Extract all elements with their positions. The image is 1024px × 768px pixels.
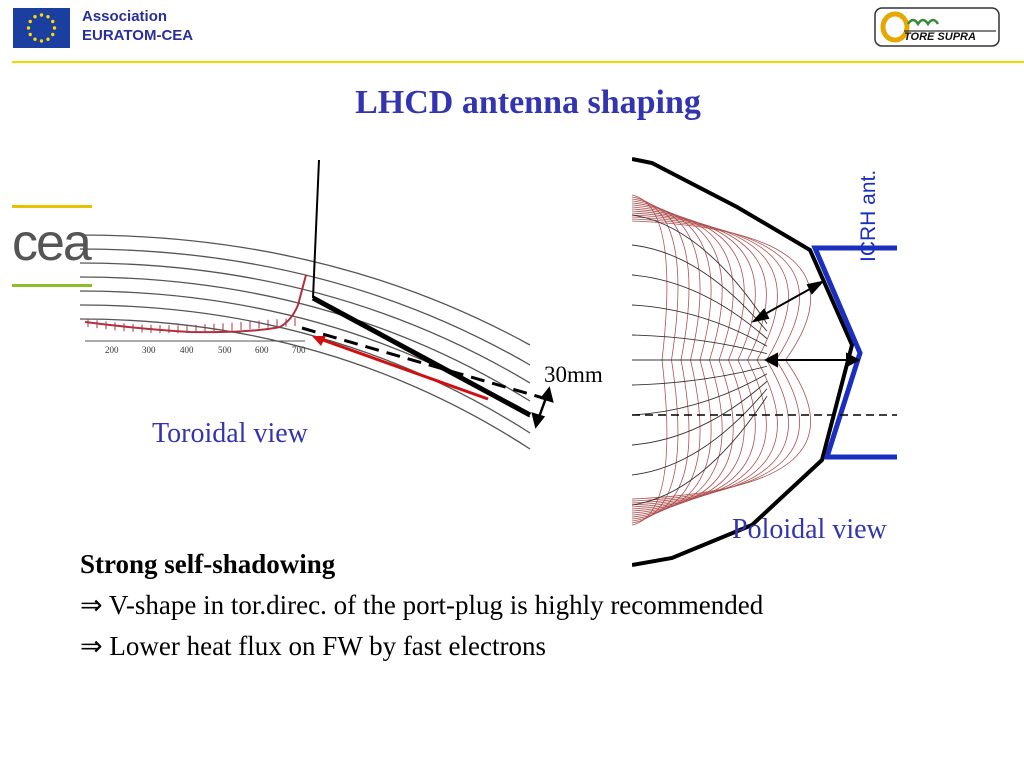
axis-tick-label: 700	[292, 345, 306, 355]
poloidal-view-label: Poloidal view	[732, 514, 887, 545]
implies-arrow-icon: ⇒	[80, 590, 103, 620]
toroidal-port-plug-edge	[311, 295, 532, 418]
field-line	[632, 274, 768, 340]
eu-star	[46, 37, 50, 41]
eu-star	[51, 32, 55, 37]
eu-star	[52, 26, 57, 30]
findings-item: ⇒ V-shape in tor.direc. of the port-plug…	[80, 585, 1000, 626]
axis-tick-label: 300	[142, 345, 156, 355]
page-title: LHCD antenna shaping	[355, 84, 701, 121]
association-line-2: EURATOM-CEA	[82, 27, 194, 44]
poloidal-field-lines	[632, 214, 768, 506]
eu-star	[39, 39, 44, 43]
field-line	[632, 396, 768, 506]
eu-flag-logo	[13, 8, 70, 48]
dimension-label: 30mm	[544, 362, 603, 387]
eu-star	[39, 13, 44, 17]
icrh-antenna-outline	[811, 245, 897, 460]
eu-star	[28, 32, 32, 37]
cea-logo-top-bar	[12, 205, 92, 208]
field-line	[632, 388, 768, 476]
eu-star	[51, 19, 55, 24]
findings-heading: Strong self-shadowing	[80, 549, 336, 579]
implies-arrow-icon: ⇒	[80, 631, 103, 661]
cea-logo-text: cea	[12, 214, 92, 272]
poloidal-gap-arrow-upper	[751, 280, 825, 323]
tore-supra-text: TORE SUPRA	[904, 31, 976, 43]
dimension-arrow-30mm	[531, 386, 554, 429]
poloidal-port-plug-outline	[632, 157, 855, 567]
eu-star	[46, 15, 50, 19]
field-line	[632, 334, 768, 355]
toroidal-flux-surfaces	[80, 234, 531, 450]
poloidal-view-diagram	[632, 157, 897, 567]
cea-logo-bottom-bar	[12, 284, 92, 287]
toroidal-vertical-line	[312, 159, 320, 299]
eu-star	[33, 15, 37, 19]
findings-item-text: Lower heat flux on FW by fast electrons	[109, 631, 547, 661]
toroidal-axis-ticks: 200 300 400 500 600 700	[105, 345, 306, 355]
field-line	[632, 373, 768, 416]
icrh-antenna-label: ICRH ant.	[857, 169, 880, 262]
axis-tick-label: 400	[180, 345, 194, 355]
field-line	[632, 304, 768, 347]
toroidal-dashed-line	[301, 326, 551, 402]
field-line	[632, 214, 768, 324]
toroidal-view-label: Toroidal view	[152, 418, 308, 449]
eu-star	[28, 19, 32, 24]
poloidal-gap-arrow-lower	[763, 352, 861, 368]
findings-item: ⇒ Lower heat flux on FW by fast electron…	[80, 626, 1000, 667]
eu-star	[33, 37, 37, 41]
field-line	[632, 380, 768, 446]
association-label: Association EURATOM-CEA	[82, 7, 193, 45]
toroidal-shadow-profile	[84, 274, 307, 334]
association-line-1: Association	[82, 8, 168, 25]
tore-supra-logo: TORE SUPRA	[874, 7, 1000, 47]
axis-tick-label: 500	[218, 345, 232, 355]
toroidal-red-arrow	[312, 336, 489, 401]
axis-tick-label: 600	[255, 345, 269, 355]
findings-item-text: V-shape in tor.direc. of the port-plug i…	[108, 590, 764, 620]
eu-star	[26, 26, 31, 30]
field-line	[632, 244, 768, 332]
toroidal-view-diagram: 200 300 400 500 600 700	[80, 159, 554, 450]
axis-tick-label: 200	[105, 345, 119, 355]
findings-text: Strong self-shadowing ⇒ V-shape in tor.d…	[80, 544, 1000, 667]
cea-logo: cea	[12, 205, 94, 289]
header-divider	[12, 61, 1024, 63]
field-line	[632, 365, 768, 386]
